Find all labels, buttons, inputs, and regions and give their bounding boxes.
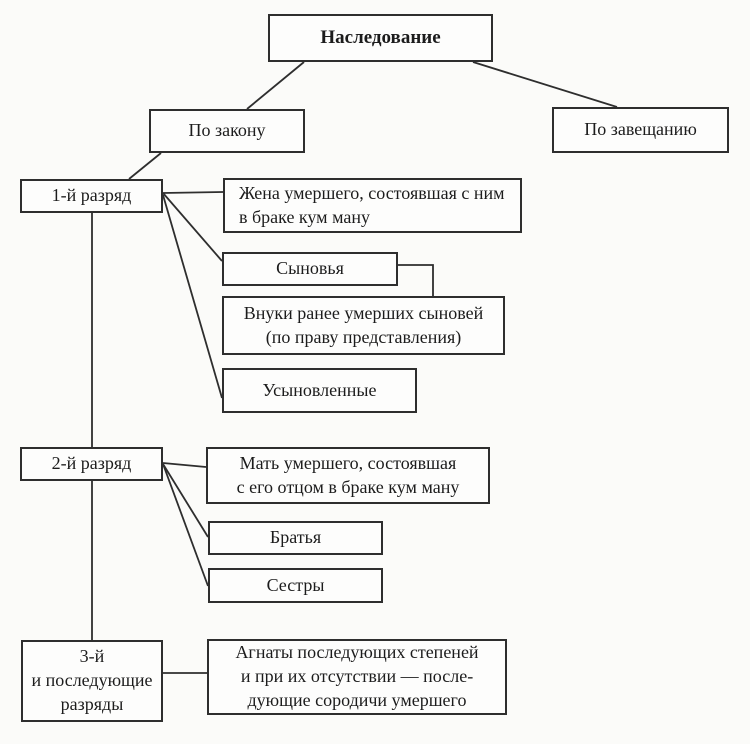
connector-rank2-to-mother [162,462,207,468]
node-inheritance: Наследование [268,14,493,62]
connector-by-law-to-rank1 [128,152,162,180]
node-agnates: Агнаты последующих степеней и при их отс… [207,639,507,715]
connector-rank2-to-sisters [162,463,209,587]
node-rank2: 2-й разряд [20,447,163,481]
node-by-law: По закону [149,109,305,153]
connector-rank1-to-wife [162,191,224,194]
node-rank1: 1-й разряд [20,179,163,213]
node-mother: Мать умершего, состоявшая с его отцом в … [206,447,490,504]
node-sons: Сыновья [222,252,398,286]
connector-rank2-to-brothers [162,463,209,538]
connector-rank1-to-adopted [162,194,223,399]
node-brothers: Братья [208,521,383,555]
node-rank3: 3-й и последующие разряды [21,640,163,722]
node-wife: Жена умершего, состоявшая с ним в браке … [223,178,522,233]
connector-root-to-by-law [246,61,305,110]
connector-sons-to-grandsons [398,264,434,296]
connector-root-to-by-will [472,61,618,108]
connector-rank1-to-sons [162,192,223,262]
node-by-will: По завещанию [552,107,729,153]
node-grandsons: Внуки ранее умерших сыновей (по праву пр… [222,296,505,355]
node-adopted: Усыновленные [222,368,417,413]
node-sisters: Сестры [208,568,383,603]
